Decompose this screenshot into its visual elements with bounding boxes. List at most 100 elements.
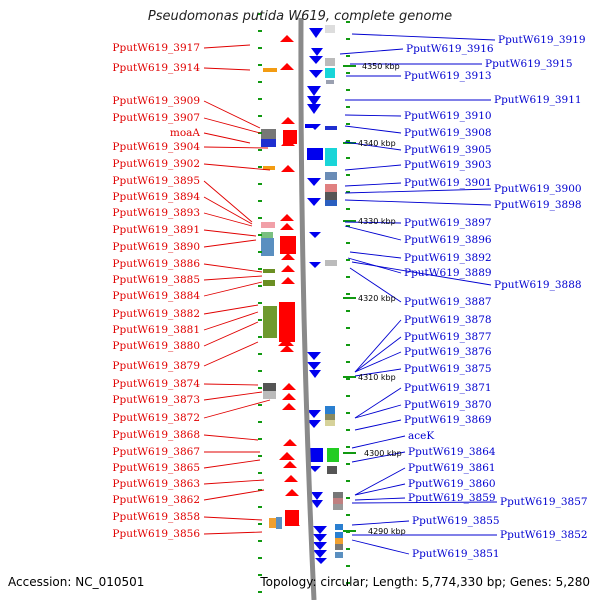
reverse-gene-label: PputW619_3861	[408, 462, 496, 474]
reverse-gene-block	[325, 58, 335, 66]
forward-gene-label: PputW619_3894	[112, 191, 200, 203]
forward-gene-label: PputW619_3858	[112, 511, 200, 523]
accession-text: Accession: NC_010501	[8, 575, 145, 589]
forward-gene-block	[261, 238, 274, 256]
right-label-connector	[344, 141, 402, 151]
left-label-connector	[203, 479, 265, 485]
forward-gene-block	[285, 510, 299, 526]
forward-gene-label: moaA	[170, 127, 201, 139]
right-label-connector	[344, 182, 402, 187]
forward-gene-block	[261, 139, 276, 147]
forward-gene-label: PputW619_3891	[112, 224, 200, 236]
reverse-arrow	[313, 542, 327, 550]
forward-gene-label: PputW619_3904	[112, 141, 200, 153]
reverse-arrow	[309, 262, 321, 268]
reverse-arrow	[307, 104, 321, 114]
forward-arrow	[282, 393, 296, 400]
forward-gene-block	[263, 68, 277, 72]
right-label-connector	[349, 251, 402, 259]
right-label-connector	[354, 419, 402, 431]
right-label-connector	[354, 319, 402, 373]
reverse-gene-label: PputW619_3905	[404, 144, 492, 156]
forward-arrow	[283, 461, 297, 468]
forward-gene-block	[280, 236, 296, 254]
forward-arrow	[284, 475, 298, 482]
reverse-gene-block	[327, 466, 337, 474]
reverse-arrow	[309, 56, 323, 64]
reverse-gene-label: PputW619_3878	[404, 314, 492, 326]
left-label-connector	[203, 383, 259, 386]
reverse-arrow	[309, 370, 321, 378]
forward-gene-label: PputW619_3902	[112, 158, 200, 170]
left-label-connector	[203, 275, 263, 281]
reverse-gene-block	[335, 544, 343, 550]
forward-gene-block	[276, 517, 282, 529]
reverse-gene-label: PputW619_3901	[404, 177, 492, 189]
reverse-arrow	[307, 420, 321, 428]
reverse-gene-label: PputW619_3852	[500, 529, 588, 541]
reverse-arrow	[313, 550, 327, 558]
left-label-connector	[203, 196, 253, 225]
position-mark-label: 4320 kbp	[358, 294, 396, 303]
right-label-connector	[351, 33, 496, 41]
tick-marks	[258, 13, 356, 593]
right-label-connector	[344, 114, 402, 117]
forward-arrow	[281, 117, 295, 124]
reverse-gene-label: PputW619_3913	[404, 70, 492, 82]
forward-arrow	[280, 63, 294, 70]
reverse-gene-block	[325, 148, 337, 166]
reverse-gene-label: aceK	[408, 430, 434, 442]
reverse-gene-block	[335, 532, 343, 538]
right-label-connector	[351, 501, 498, 504]
right-label-connector	[351, 435, 406, 449]
reverse-gene-block	[325, 184, 337, 192]
reverse-arrow	[309, 232, 321, 238]
reverse-gene-label: PputW619_3898	[494, 199, 582, 211]
reverse-gene-label: PputW619_3887	[404, 296, 492, 308]
reverse-gene-label: PputW619_3877	[404, 331, 492, 343]
reverse-arrow	[313, 534, 327, 542]
forward-gene-block	[263, 383, 276, 391]
reverse-gene-label: PputW619_3851	[412, 548, 500, 560]
position-mark-label: 4290 kbp	[368, 527, 406, 536]
reverse-strand-features	[305, 25, 343, 564]
reverse-gene-label: PputW619_3870	[404, 399, 492, 411]
left-label-connector	[203, 100, 261, 129]
reverse-arrow	[309, 466, 321, 472]
reverse-arrow	[311, 500, 323, 508]
left-label-connector	[203, 117, 261, 134]
forward-arrow	[281, 165, 295, 172]
forward-gene-label: PputW619_3880	[112, 340, 200, 352]
reverse-gene-label: PputW619_3857	[500, 496, 588, 508]
left-label-connector	[203, 399, 271, 419]
right-label-connector	[354, 467, 406, 496]
forward-arrow	[282, 383, 296, 390]
reverse-gene-block	[307, 148, 323, 160]
left-label-connector	[203, 263, 263, 273]
forward-gene-label: PputW619_3884	[112, 290, 200, 302]
forward-arrow	[281, 265, 295, 272]
right-label-connector	[354, 497, 406, 501]
forward-arrow	[281, 277, 295, 284]
forward-arrow	[278, 338, 294, 346]
right-label-connector	[351, 261, 492, 286]
reverse-gene-label: PputW619_3859	[408, 492, 496, 504]
reverse-gene-block	[325, 126, 337, 130]
reverse-arrow	[311, 492, 323, 500]
left-label-connector	[203, 281, 263, 297]
forward-gene-label: PputW619_3885	[112, 274, 200, 286]
left-label-connector	[203, 67, 251, 71]
forward-gene-label: PputW619_3917	[112, 42, 200, 54]
forward-gene-block	[261, 232, 273, 238]
forward-arrow	[281, 253, 295, 260]
left-label-connector	[203, 180, 253, 223]
right-label-connector	[354, 336, 402, 373]
forward-gene-label: PputW619_3874	[112, 378, 200, 390]
left-label-connector	[203, 44, 251, 49]
forward-gene-label: PputW619_3886	[112, 258, 200, 270]
reverse-gene-block	[325, 414, 335, 420]
forward-arrow	[285, 489, 299, 496]
forward-gene-block	[263, 280, 275, 286]
